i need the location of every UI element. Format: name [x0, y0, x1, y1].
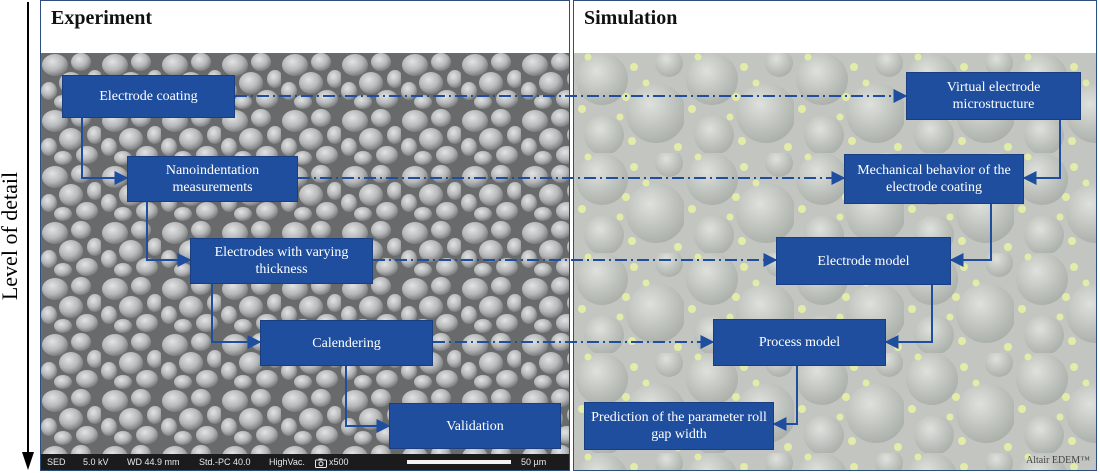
- box-virtual-electrode-microstructure: Virtual electrode microstructure: [906, 72, 1081, 120]
- box-electrode-coating: Electrode coating: [62, 75, 235, 118]
- sem-magnification: x500: [329, 457, 349, 467]
- simulation-panel: Simulation: [573, 0, 1097, 471]
- sem-std: Std.-PC 40.0: [199, 457, 251, 467]
- camera-icon: [315, 454, 327, 470]
- sem-info-bar: SED 5.0 kV WD 44.9 mm Std.-PC 40.0 HighV…: [41, 454, 569, 470]
- sem-scale-label: 50 µm: [521, 457, 547, 467]
- box-validation: Validation: [389, 403, 561, 449]
- experiment-title: Experiment: [51, 7, 153, 29]
- simulation-title: Simulation: [584, 7, 678, 29]
- box-electrode-model: Electrode model: [776, 237, 951, 285]
- sem-detector: SED: [47, 457, 66, 467]
- box-nanoindentation-measurements: Nanoindentation measurements: [127, 156, 298, 202]
- box-process-model: Process model: [713, 319, 886, 366]
- box-calendering: Calendering: [260, 320, 433, 366]
- box-prediction-roll-gap: Prediction of the parameter roll gap wid…: [584, 402, 774, 450]
- box-mechanical-behavior: Mechanical behavior of the electrode coa…: [844, 154, 1024, 204]
- sem-vacuum: HighVac.: [269, 457, 305, 467]
- sem-working-distance: WD 44.9 mm: [127, 457, 180, 467]
- experiment-panel: Experiment SED 5.0 kV WD 44.9 mm: [40, 0, 570, 471]
- scale-bar: [407, 460, 511, 464]
- sem-voltage: 5.0 kV: [83, 457, 109, 467]
- box-electrodes-varying-thickness: Electrodes with varying thickness: [190, 238, 373, 284]
- level-of-detail-arrow: [22, 2, 34, 470]
- edem-watermark: Altair EDEM™: [1026, 455, 1090, 466]
